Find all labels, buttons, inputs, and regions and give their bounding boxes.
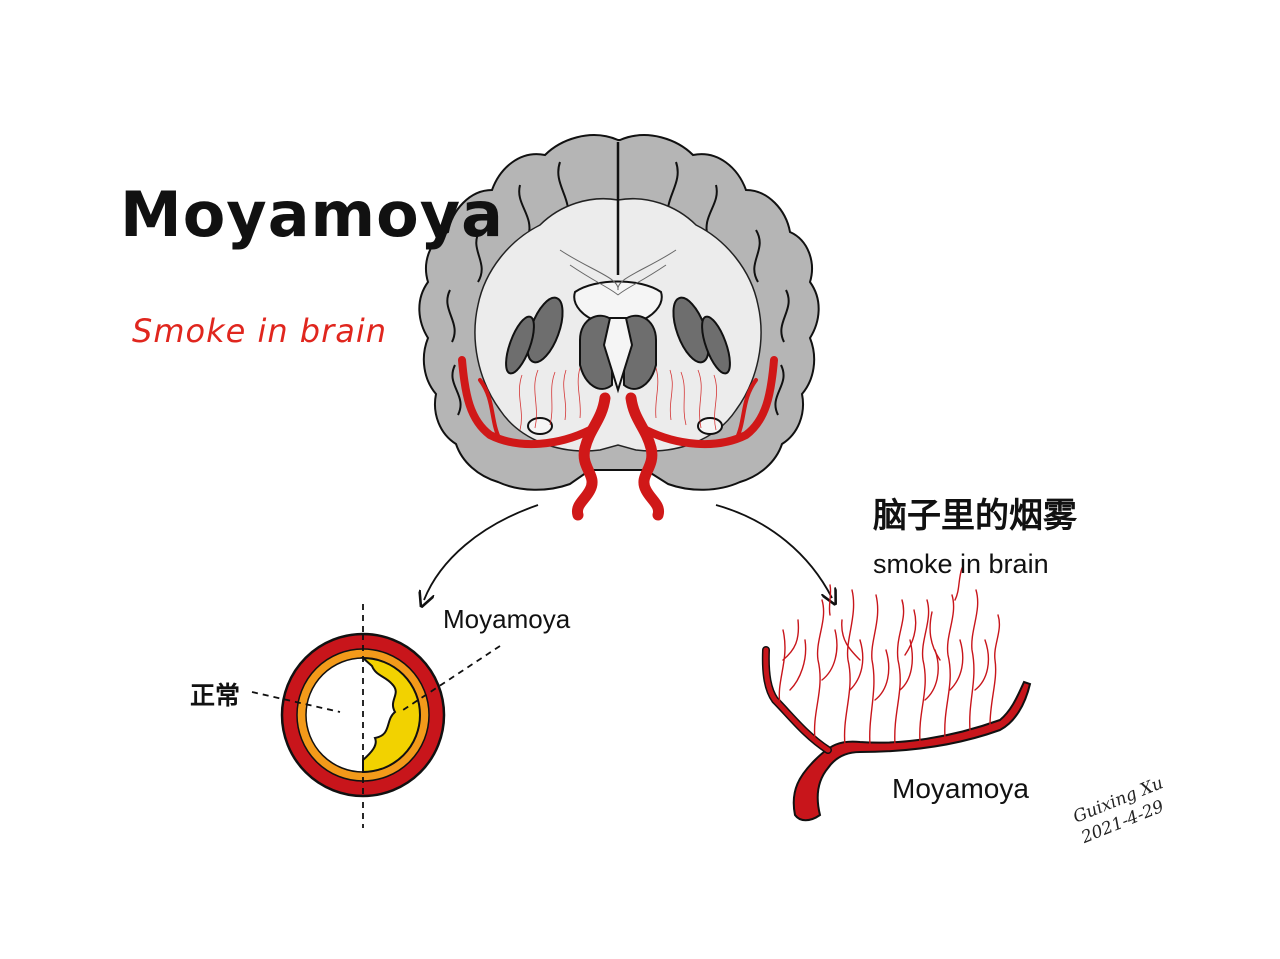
smoke-in-brain-label: smoke in brain — [873, 549, 1049, 579]
hippocampus-right — [697, 417, 723, 435]
page-subtitle: Smoke in brain — [132, 312, 388, 350]
putamen-left — [505, 315, 535, 375]
moyamoya-circle-label: Moyamoya — [443, 604, 571, 634]
chinese-title-label: 脑子里的烟雾 — [873, 497, 1077, 535]
arrow-to-vessel — [715, 504, 832, 598]
third-ventricle — [602, 317, 634, 394]
page-title: Moyamoya — [120, 178, 504, 251]
vessel-trunk — [792, 680, 1032, 822]
leader-line-normal — [251, 691, 341, 713]
arrow-to-circle — [424, 504, 539, 600]
corpus-callosum — [573, 280, 663, 323]
brain-coronal-section — [418, 134, 820, 521]
putamen-right — [701, 315, 731, 375]
hippocampus-left — [527, 417, 553, 435]
cerebral-arteries — [458, 356, 778, 521]
plaque — [360, 656, 421, 774]
normal-label: 正常 — [190, 682, 241, 710]
thalamus-left — [579, 314, 613, 390]
moyamoya-vessel-network — [761, 567, 1032, 822]
fine-collaterals — [778, 567, 1001, 746]
collateral-network — [519, 367, 717, 431]
leader-line-moyamoya — [399, 645, 501, 713]
thalamus-right — [623, 314, 657, 390]
vessel-cross-section — [251, 604, 501, 828]
moyamoya-vessel-label: Moyamoya — [892, 773, 1029, 804]
callosal-fibers — [559, 249, 677, 296]
